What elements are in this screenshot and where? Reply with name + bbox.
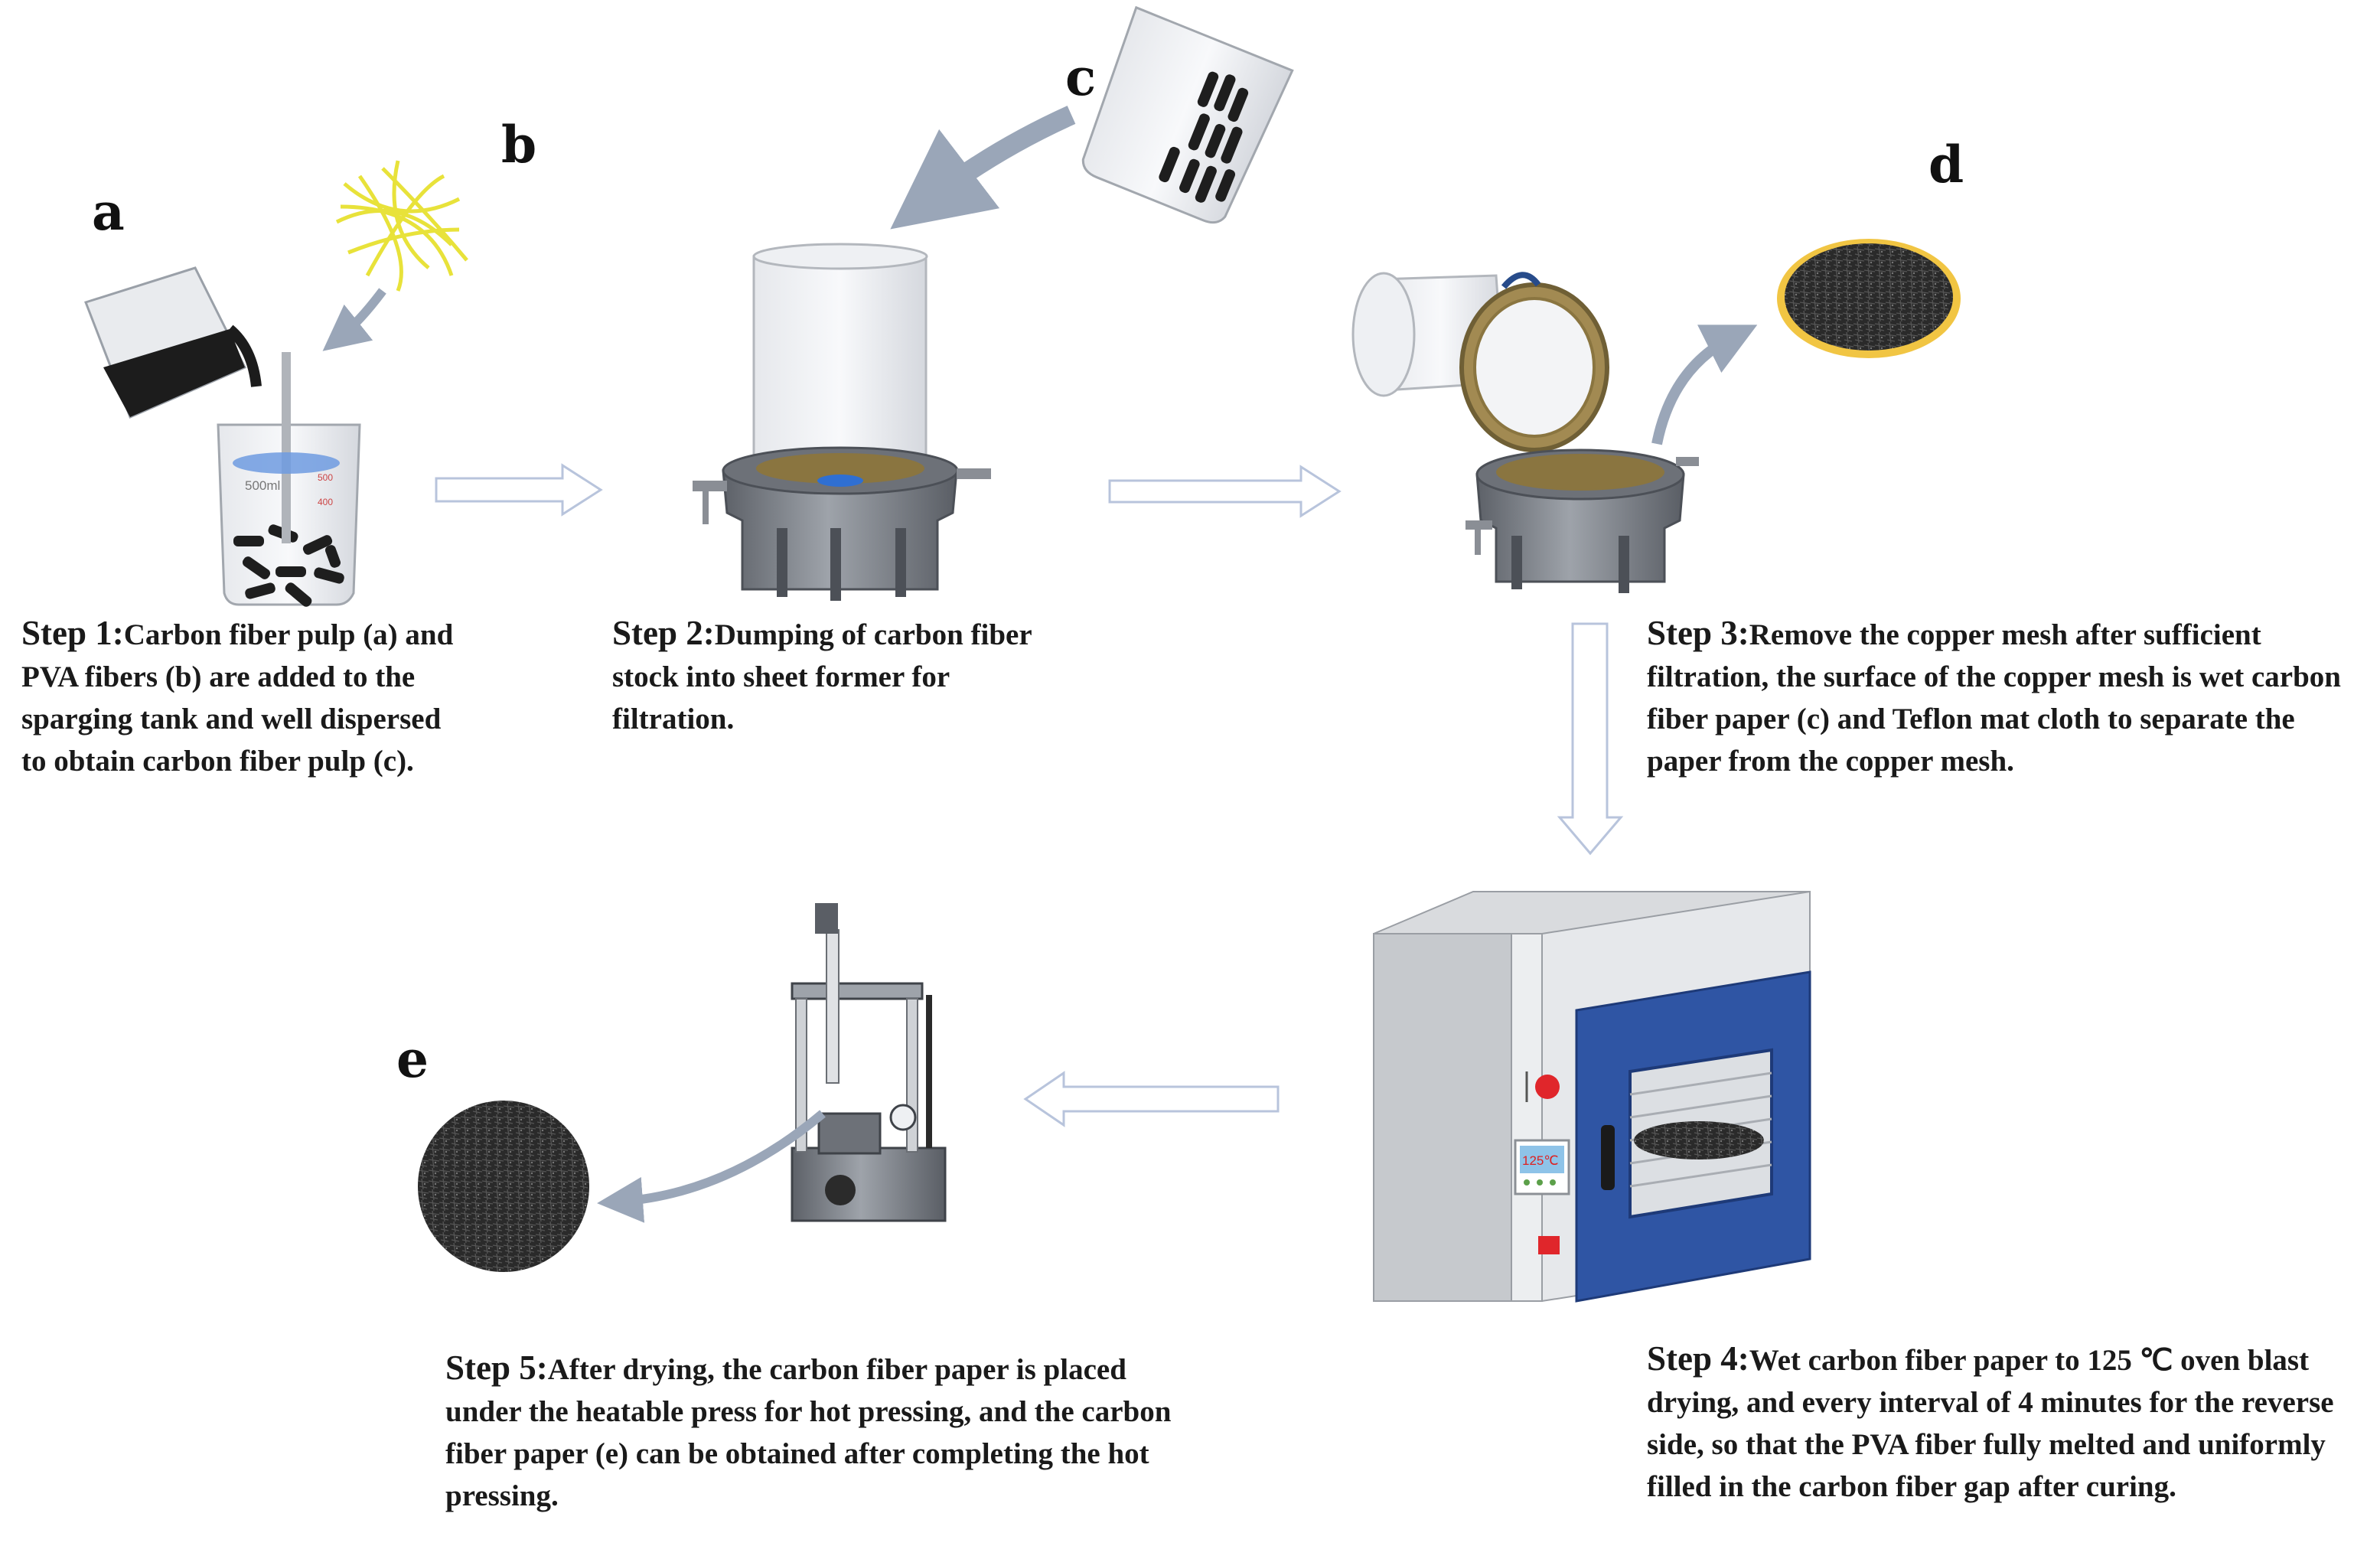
oven-display-text: 125℃ [1522,1153,1558,1168]
step-5-heading: Step 5: [445,1349,548,1387]
step-2-text: Dumping of carbon fiber stock into sheet… [612,618,1032,735]
paper-curved-arrow [1651,325,1758,445]
carbon-paper-e [418,1101,589,1272]
opened-sheet-former [1351,272,1699,593]
hot-press [791,903,947,1222]
step-4-heading: Step 4: [1647,1339,1749,1378]
label-c: c [1065,47,1097,107]
beaker-mark-high: 500 [318,472,333,483]
label-d: d [1928,135,1964,194]
step-5-text: After drying, the carbon fiber paper is … [445,1353,1172,1512]
pouring-beaker [84,266,262,419]
label-a: a [92,182,125,242]
step-4-text: Wet carbon fiber paper to 125 ℃ oven bla… [1647,1344,2334,1503]
step-2-heading: Step 2: [612,614,715,652]
step-4-caption: Step 4:Wet carbon fiber paper to 125 ℃ o… [1647,1338,2362,1508]
pva-curved-arrow [322,288,386,351]
step-3-caption: Step 3:Remove the copper mesh after suff… [1647,612,2366,782]
wet-carbon-paper-d [1777,239,1961,358]
pour-curved-arrow [890,106,1076,230]
label-e: e [396,1029,429,1089]
flow-arrow-1 [435,463,603,517]
pva-fibers [335,160,468,292]
mixing-beaker [217,352,361,607]
step-1-heading: Step 1: [21,614,124,652]
step-3-text: Remove the copper mesh after sufficient … [1647,618,2341,778]
beaker-mark-low: 400 [318,497,333,507]
step-3-heading: Step 3: [1647,614,1749,652]
drying-oven [1373,890,1811,1303]
beaker-volume-text: 500ml [245,478,280,493]
sheet-former [693,243,991,601]
step-1-caption: Step 1:Carbon fiber pulp (a) and PVA fib… [21,612,473,782]
step-5-caption: Step 5:After drying, the carbon fiber pa… [445,1347,1180,1517]
step-1-text: Carbon fiber pulp (a) and PVA fibers (b)… [21,618,454,778]
press-curved-arrow [597,1110,826,1223]
step-2-caption: Step 2:Dumping of carbon fiber stock int… [612,612,1048,740]
label-b: b [501,115,537,174]
flow-arrow-2 [1108,465,1342,518]
flow-arrow-3 [1557,622,1624,856]
flow-arrow-4 [1023,1071,1280,1127]
pouring-beaker-c [1081,5,1294,224]
